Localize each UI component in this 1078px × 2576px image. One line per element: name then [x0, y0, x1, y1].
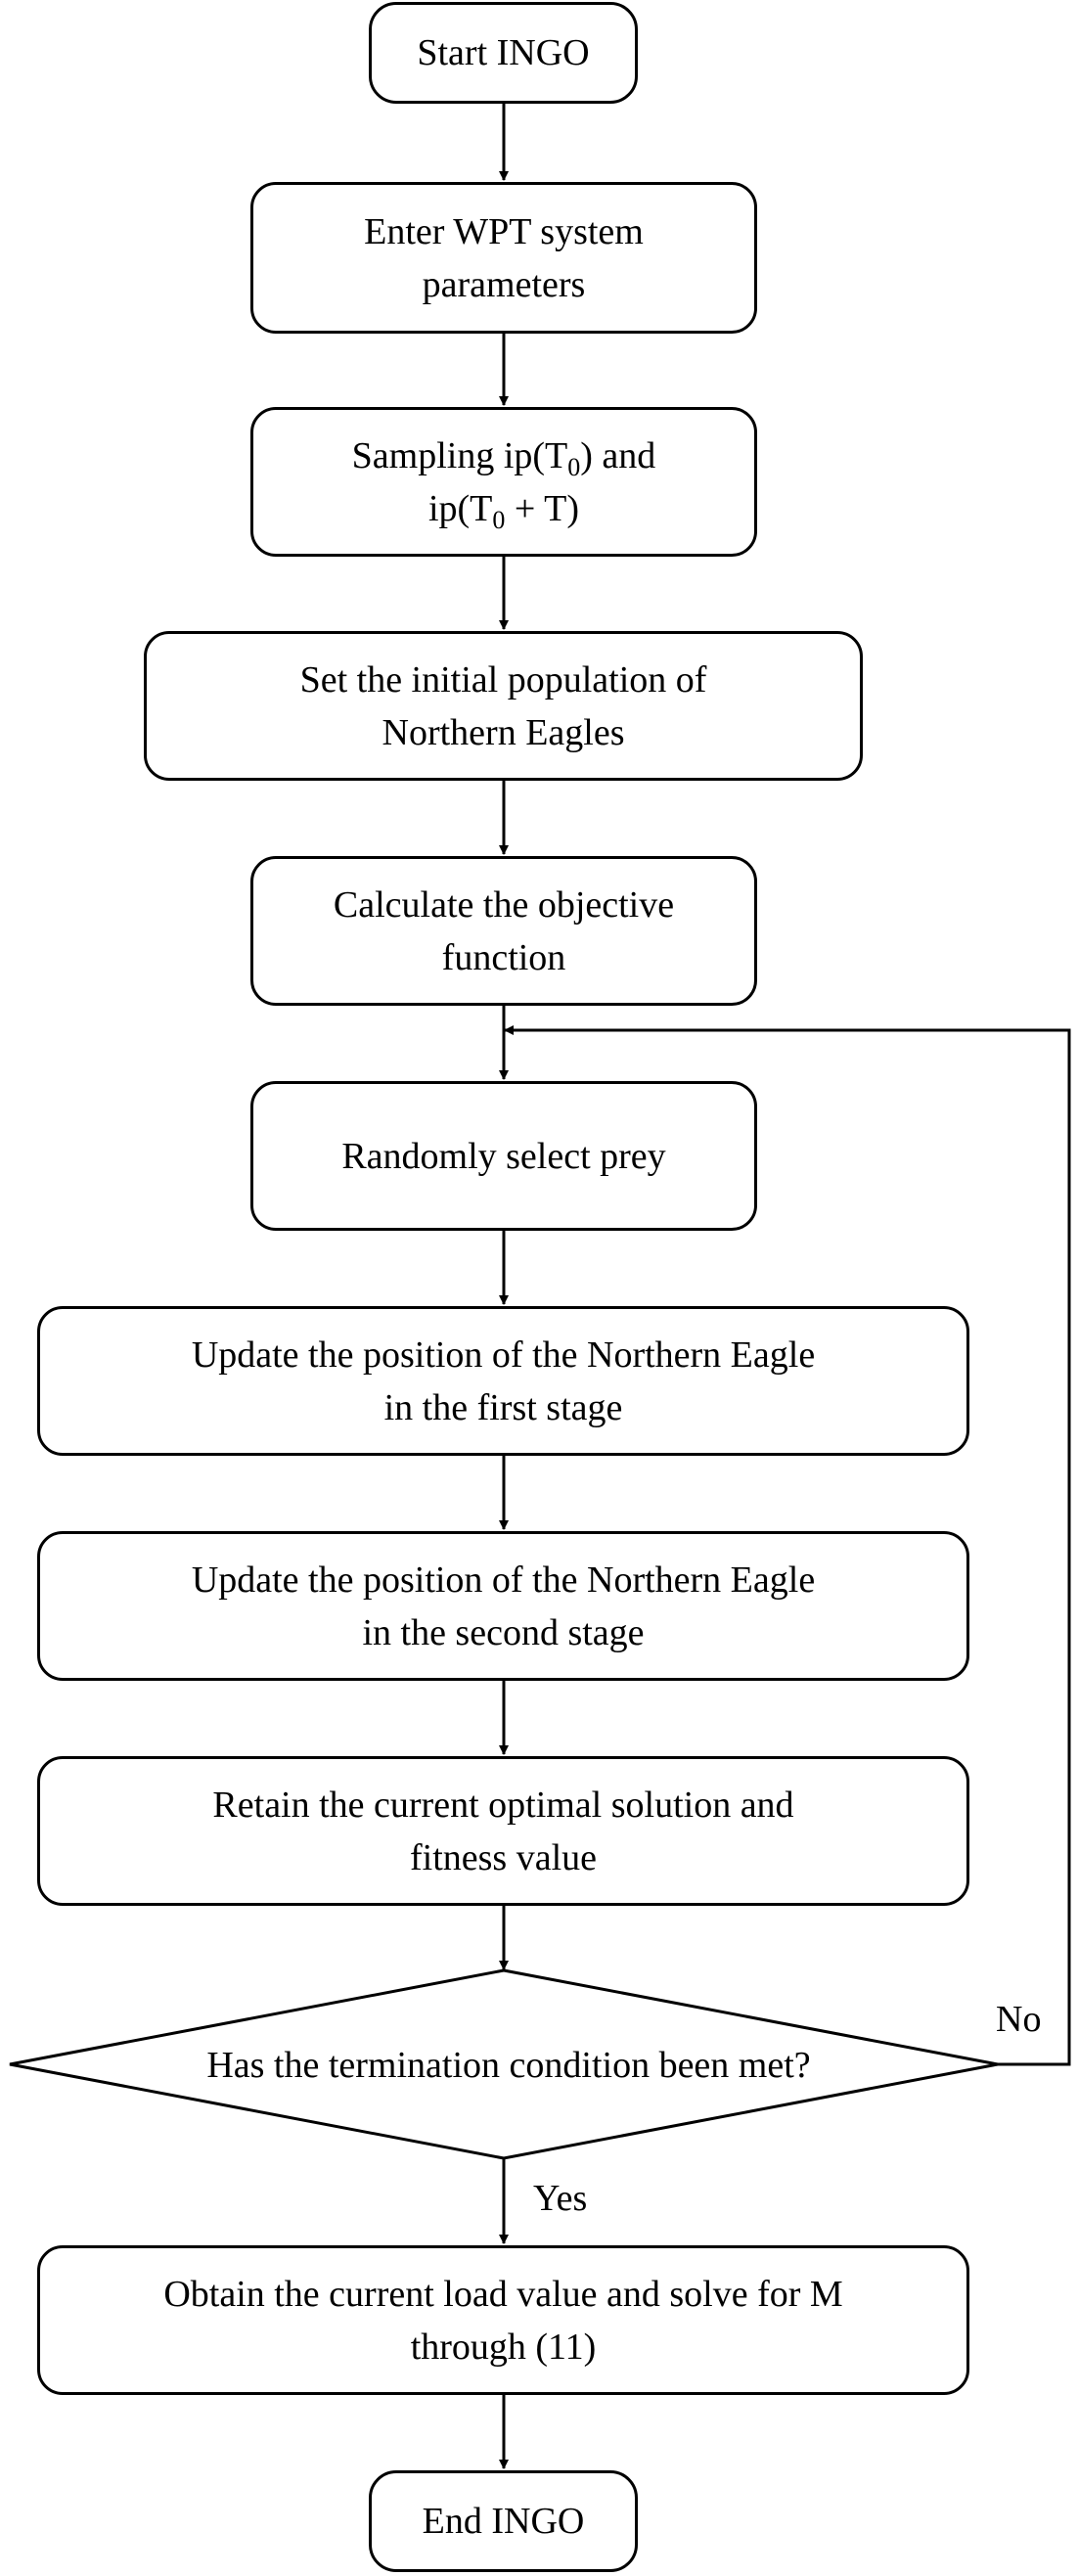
initial-population-step: Set the initial population of Northern E…	[144, 631, 863, 781]
sampling-line-2: ip(T0 + T)	[352, 482, 656, 535]
objective-function-step: Calculate the objective function	[250, 856, 757, 1006]
update-stage1-line-2: in the first stage	[383, 1386, 623, 1428]
retain-solution-step: Retain the current optimal solution and …	[37, 1756, 969, 1906]
yes-branch-label: Yes	[533, 2178, 588, 2219]
end-label: End INGO	[422, 2501, 585, 2542]
enter-parameters-step: Enter WPT system parameters	[250, 182, 757, 334]
update-stage1-line-1: Update the position of the Northern Eagl…	[191, 1333, 816, 1376]
initial-population-line-2: Northern Eagles	[382, 711, 625, 753]
obtain-load-step: Obtain the current load value and solve …	[37, 2245, 969, 2395]
update-stage2-line-2: in the second stage	[362, 1611, 645, 1653]
sampling-line-1: Sampling ip(T0) and	[352, 429, 656, 482]
sampling-step: Sampling ip(T0) and ip(T0 + T)	[250, 407, 757, 557]
obtain-load-line-2: through (11)	[410, 2326, 597, 2368]
obtain-load-line-1: Obtain the current load value and solve …	[163, 2273, 843, 2315]
start-terminal: Start INGO	[369, 2, 638, 104]
enter-parameters-line-2: parameters	[422, 263, 586, 305]
end-terminal: End INGO	[369, 2470, 638, 2572]
retain-solution-line-1: Retain the current optimal solution and	[212, 1784, 794, 1826]
no-branch-label: No	[996, 1999, 1042, 2040]
decision-diamond	[9, 1968, 999, 2160]
objective-function-line-1: Calculate the objective	[333, 883, 675, 926]
objective-function-line-2: function	[441, 936, 566, 978]
update-stage2-step: Update the position of the Northern Eagl…	[37, 1531, 969, 1681]
sampling-line-2-subscript: 0	[492, 505, 506, 534]
loop-no-path	[504, 1028, 1071, 2066]
select-prey-step: Randomly select prey	[250, 1081, 757, 1231]
update-stage1-step: Update the position of the Northern Eagl…	[37, 1306, 969, 1456]
decision-label: Has the termination condition been met?	[206, 2045, 811, 2086]
sampling-line-1-suffix: ) and	[580, 434, 656, 476]
initial-population-line-1: Set the initial population of	[299, 658, 707, 700]
sampling-line-1-prefix: Sampling ip(T	[351, 434, 568, 476]
update-stage2-line-1: Update the position of the Northern Eagl…	[191, 1559, 816, 1601]
start-label: Start INGO	[417, 32, 590, 73]
enter-parameters-line-1: Enter WPT system	[364, 210, 644, 252]
sampling-line-2-suffix: + T)	[505, 487, 580, 529]
sampling-line-1-subscript: 0	[567, 452, 581, 481]
sampling-line-2-prefix: ip(T	[427, 487, 493, 529]
select-prey-label: Randomly select prey	[341, 1135, 666, 1177]
retain-solution-line-2: fitness value	[409, 1836, 597, 1878]
